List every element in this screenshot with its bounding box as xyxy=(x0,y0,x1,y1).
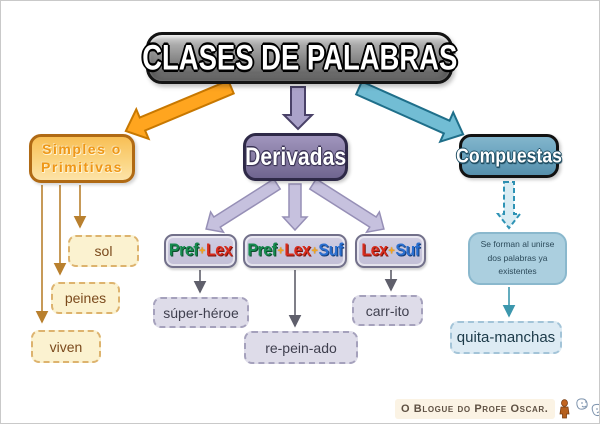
morpheme-suf: Suf xyxy=(395,241,420,260)
pattern-pref-lex-suf: Pref + Lex + Suf xyxy=(243,234,347,268)
pattern-lex-suf: Lex + Suf xyxy=(355,234,426,268)
credit-bar: O Blogue do Profe Oscar. xyxy=(395,396,599,421)
example-sol: sol xyxy=(68,235,139,267)
page-title: CLASES DE PALABRAS xyxy=(141,38,458,77)
morpheme-lex: Lex xyxy=(284,241,311,260)
example-quita-manchas: quita-manchas xyxy=(450,321,562,354)
arrow-derivadas-to-pref-lex-suf xyxy=(281,183,309,232)
simples-label-line2: Primitivas xyxy=(41,158,123,175)
theater-masks-icon xyxy=(576,397,599,416)
category-derivadas: Derivadas xyxy=(243,133,348,181)
compuestas-note: Se forman al unirse dos palabras ya exis… xyxy=(468,232,567,285)
pattern-pref-lex: Pref + Lex xyxy=(164,234,237,268)
morpheme-lex: Lex xyxy=(205,241,233,260)
example-re-pein-ado: re-pein-ado xyxy=(244,331,358,364)
example-viven: viven xyxy=(31,330,101,363)
arrow-compuestas-to-note xyxy=(495,181,523,230)
morpheme-pref: Pref xyxy=(247,241,277,260)
title-box: CLASES DE PALABRAS xyxy=(142,32,457,84)
derivadas-label: Derivadas xyxy=(245,142,346,171)
morpheme-lex: Lex xyxy=(361,241,388,260)
morpheme-plus: + xyxy=(277,244,284,258)
arrow-derivadas-to-pref-lex xyxy=(205,177,282,234)
morpheme-suf: Suf xyxy=(318,241,343,260)
example-peines: peines xyxy=(51,282,120,314)
category-simples-primitivas: Simples o Primitivas xyxy=(29,134,135,183)
compuestas-label: Compuestas xyxy=(456,144,562,167)
credit-text: O Blogue do Profe Oscar. xyxy=(395,398,556,419)
example-carr-ito: carr-ito xyxy=(352,295,423,326)
category-compuestas: Compuestas xyxy=(456,134,562,178)
teacher-figure-icon xyxy=(559,398,570,418)
example-super-heroe: súper-héroe xyxy=(153,297,249,328)
simples-label-line1: Simples o xyxy=(42,141,122,157)
arrow-title-to-compuestas xyxy=(354,80,465,144)
morpheme-pref: Pref xyxy=(168,241,199,260)
morpheme-plus: + xyxy=(388,244,395,258)
morpheme-plus: + xyxy=(199,244,205,258)
arrow-derivadas-to-lex-suf xyxy=(308,177,385,234)
morpheme-plus: + xyxy=(311,244,318,258)
arrow-title-to-derivadas xyxy=(281,86,315,131)
